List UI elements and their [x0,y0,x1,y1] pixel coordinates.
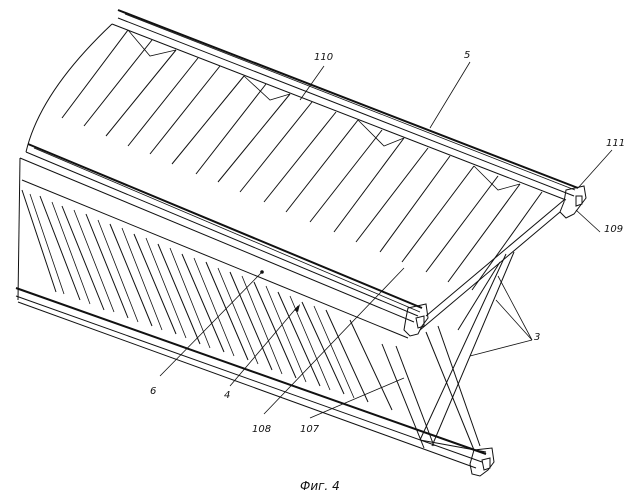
label-4: 4 [224,390,230,401]
side-panel-ribs [22,190,392,410]
label-5: 5 [464,50,470,61]
label-108: 108 [252,424,271,435]
label-110: 110 [314,52,333,63]
label-107: 107 [300,424,320,435]
label-111: 111 [606,138,625,149]
label-109: 109 [604,224,623,235]
upper-rear-rail [112,10,586,218]
label-3: 3 [534,332,540,343]
figure-caption: Фиг. 4 [300,479,340,493]
leader-lines [160,62,612,418]
label-6: 6 [150,386,156,397]
reference-dot [260,270,264,274]
roof-panel-ribs [62,30,542,290]
